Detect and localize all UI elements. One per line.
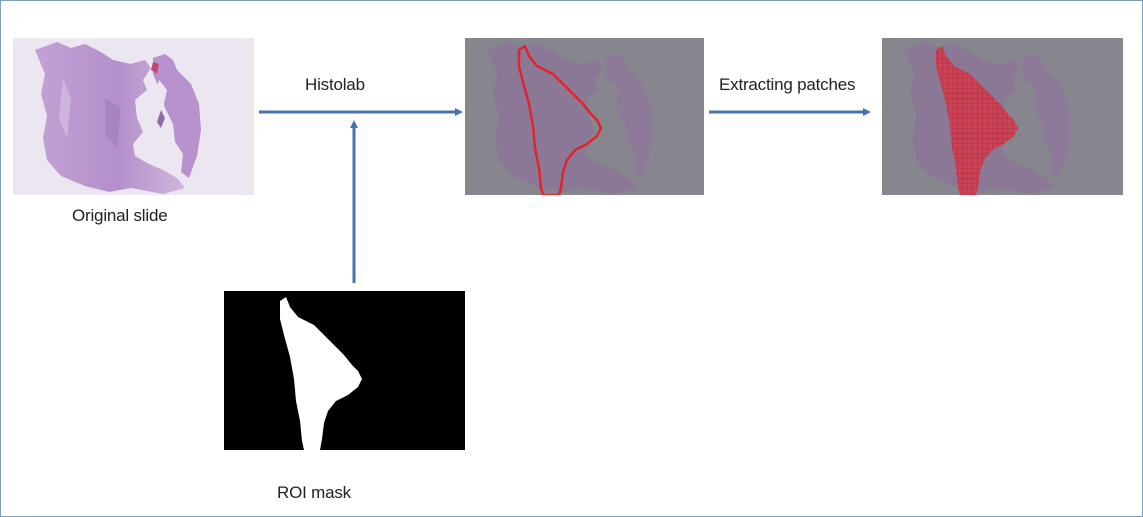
histolab-label: Histolab — [305, 75, 365, 94]
original-slide-image — [13, 38, 254, 195]
extracting-patches-label: Extracting patches — [719, 75, 856, 94]
roi-mask-image — [224, 291, 465, 450]
patch-grid-slide-image — [882, 38, 1123, 195]
roi-outlined-slide-image — [465, 38, 704, 195]
roi-mask-label: ROI mask — [277, 483, 351, 502]
original-slide-label: Original slide — [72, 206, 168, 225]
